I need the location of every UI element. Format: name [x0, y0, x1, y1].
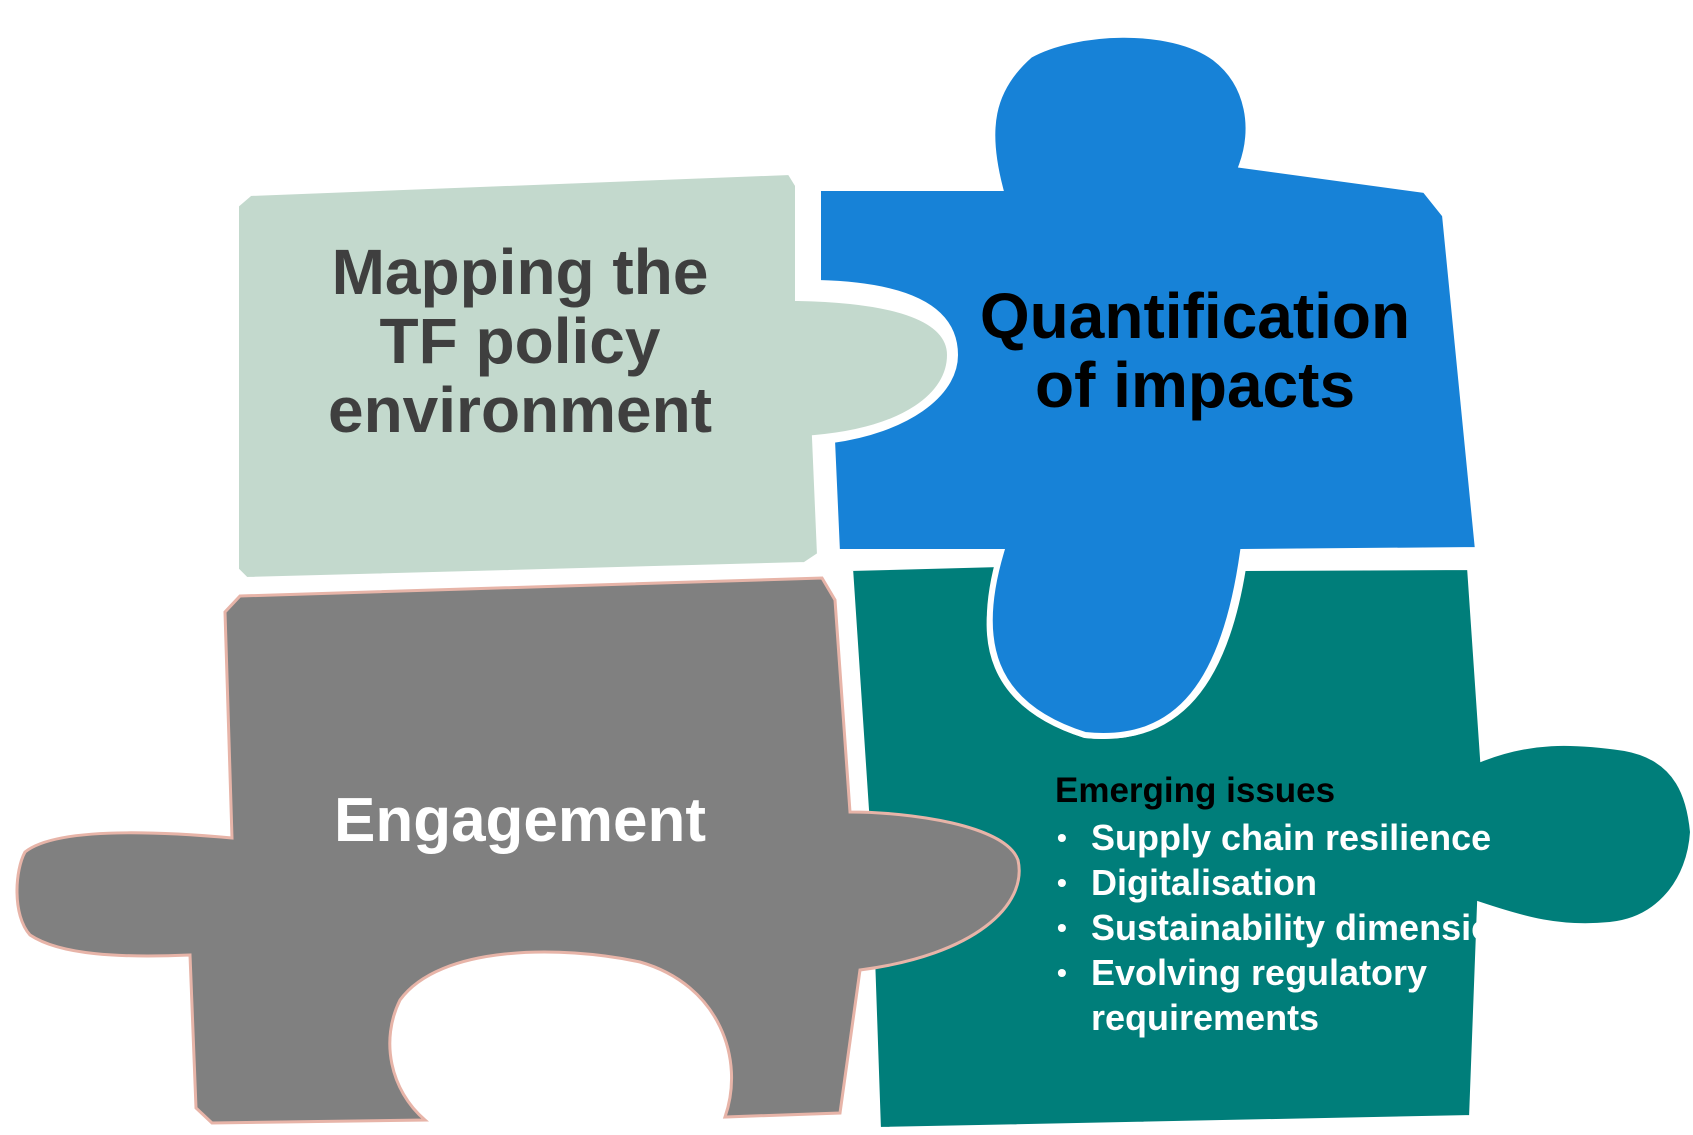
list-item: Sustainability dimensions — [1055, 905, 1615, 950]
mapping-line: TF policy — [379, 305, 661, 378]
quantification-line: Quantification — [979, 280, 1411, 352]
engagement-piece — [15, 576, 1021, 1125]
mapping-line: Mapping the — [331, 236, 709, 308]
list-item: Digitalisation — [1055, 860, 1615, 905]
quantification-piece — [815, 31, 1482, 739]
list-item: Supply chain resilience — [1055, 815, 1615, 860]
mapping-line: environment — [327, 374, 713, 447]
emerging-issues-block: Emerging issues Supply chain resilience … — [1055, 768, 1615, 1040]
emerging-issues-list: Supply chain resilience Digitalisation S… — [1055, 815, 1615, 1040]
quantification-line: of impacts — [1034, 349, 1356, 422]
mapping-piece — [233, 168, 954, 584]
list-item: Evolving regulatory requirements — [1055, 950, 1615, 1040]
emerging-issues-title: Emerging issues — [1055, 771, 1336, 810]
engagement-label: Engagement — [333, 786, 707, 855]
quantification-label: Quantification of impacts — [920, 280, 1470, 422]
mapping-label: Mapping the TF policy environment — [250, 236, 790, 447]
